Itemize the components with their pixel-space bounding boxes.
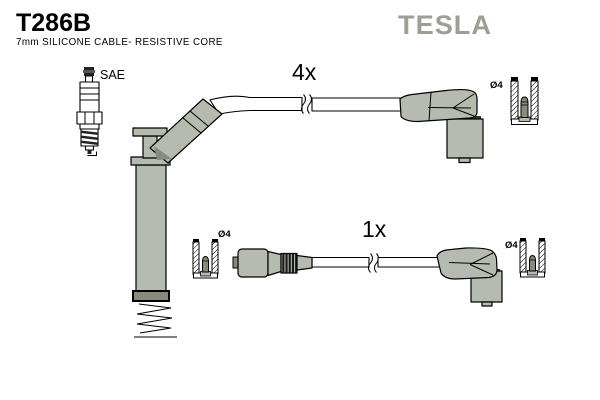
- tesla-logo: TESLA: [398, 10, 492, 40]
- cable-break-icon: [368, 253, 373, 273]
- coil-end-boot: [436, 247, 503, 307]
- cable-segment: [377, 256, 442, 268]
- socket-cross-section-icon: [519, 237, 546, 278]
- part-number: T286B: [16, 9, 91, 37]
- cable-segment: [209, 95, 303, 115]
- coil-plug-connector: [232, 248, 313, 278]
- plug-lead-illustration: [130, 88, 484, 338]
- coil-lead-illustration: [232, 247, 503, 307]
- sae-label: SAE: [100, 68, 125, 82]
- diameter-label-top: Ø4: [490, 80, 503, 91]
- cable-break-icon: [301, 94, 306, 114]
- spark-plug-boot: [130, 98, 223, 338]
- coil-end-boot: [399, 88, 484, 164]
- socket-cross-section-icon: [510, 76, 539, 125]
- diameter-label-left: Ø4: [218, 229, 231, 240]
- spark-plug-icon: [76, 67, 103, 156]
- cable-segment: [311, 256, 370, 268]
- socket-cross-section-icon: [192, 238, 219, 279]
- subtitle: 7mm SILICONE CABLE- RESISTIVE CORE: [16, 37, 223, 48]
- quantity-label-4x: 4x: [292, 59, 317, 85]
- cable-segment: [311, 97, 404, 112]
- diameter-label-right: Ø4: [505, 240, 518, 251]
- quantity-label-1x: 1x: [362, 216, 387, 242]
- spring-icon: [136, 303, 173, 334]
